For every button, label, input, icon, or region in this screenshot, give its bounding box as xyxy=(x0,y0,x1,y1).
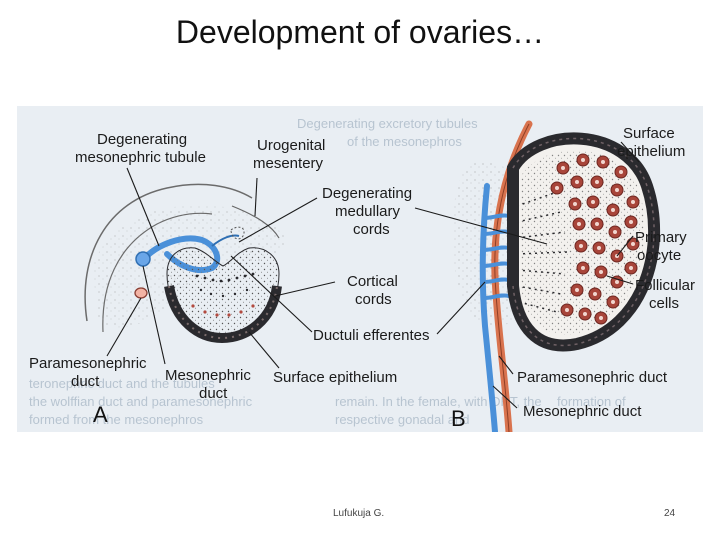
panel-b-leaders xyxy=(414,141,640,409)
svg-text:formed from the mesonephros: formed from the mesonephros xyxy=(29,412,204,427)
label-paramesonephric-duct-b: Paramesonephric duct xyxy=(517,369,668,386)
svg-text:Degenerating excretory tubules: Degenerating excretory tubules xyxy=(297,116,478,131)
paramesonephric-duct-a-shape xyxy=(134,287,148,299)
svg-text:of the mesonephros: of the mesonephros xyxy=(347,134,462,149)
label-follicular-2: cells xyxy=(649,295,679,312)
panel-a-leaders xyxy=(106,167,336,369)
label-surface-epithelium-a: Surface epithelium xyxy=(273,369,397,386)
figure-drawing: Degenerating excretory tubules of the me… xyxy=(29,116,695,432)
panel-b-labels: Surface epithelium Primary oocyte Follic… xyxy=(451,125,695,431)
label-primary-1: Primary xyxy=(635,229,687,246)
footer-author: Lufukuja G. xyxy=(333,508,385,519)
slide-title: Development of ovaries… xyxy=(175,14,545,50)
panel-a-letter: A xyxy=(93,402,108,427)
svg-text:formation of: formation of xyxy=(557,394,626,409)
label-mesonephric-a-2: duct xyxy=(199,385,228,402)
ductuli-efferentes-branches xyxy=(481,213,511,300)
panel-b-letter: B xyxy=(451,406,466,431)
label-degenerating-tubule-1: Degenerating xyxy=(97,131,187,148)
label-primary-2: oocyte xyxy=(637,247,681,264)
mesonephric-duct-b-shape xyxy=(479,183,498,432)
label-urogenital-2: mesentery xyxy=(253,155,324,172)
svg-text:the wolffian duct and parameso: the wolffian duct and paramesonephric xyxy=(29,394,253,409)
label-medullary-3: cords xyxy=(353,221,390,238)
label-surface-b-2: epithelium xyxy=(617,143,685,160)
panel-a-labels: Degenerating mesonephric tubule Urogenit… xyxy=(29,131,429,427)
label-urogenital-1: Urogenital xyxy=(257,137,325,154)
label-follicular-1: Follicular xyxy=(635,277,695,294)
label-cortical-1: Cortical xyxy=(347,273,398,290)
label-mesonephric-a-1: Mesonephric xyxy=(165,367,251,384)
slide-number: 24 xyxy=(664,508,676,519)
label-medullary-2: medullary xyxy=(335,203,401,220)
label-ductuli-efferentes: Ductuli efferentes xyxy=(313,327,429,344)
label-paramesonephric-a-1: Paramesonephric xyxy=(29,355,147,372)
ovary-development-figure: Degenerating excretory tubules of the me… xyxy=(17,106,703,432)
panel-a-drawing xyxy=(84,183,287,344)
cortical-cords-b xyxy=(516,191,568,313)
label-cortical-2: cords xyxy=(355,291,392,308)
label-degenerating-tubule-2: mesonephric tubule xyxy=(75,149,206,166)
mesonephric-duct-a-shape xyxy=(135,251,151,267)
panel-b-drawing xyxy=(451,120,660,432)
svg-text:respective gonadal and: respective gonadal and xyxy=(335,412,469,427)
label-medullary-1: Degenerating xyxy=(322,185,412,202)
label-mesonephric-duct-b: Mesonephric duct xyxy=(523,403,642,420)
label-surface-b-1: Surface xyxy=(623,125,675,142)
svg-text:teronephric duct and the tubul: teronephric duct and the tubules xyxy=(29,376,215,391)
label-paramesonephric-a-2: duct xyxy=(71,373,100,390)
